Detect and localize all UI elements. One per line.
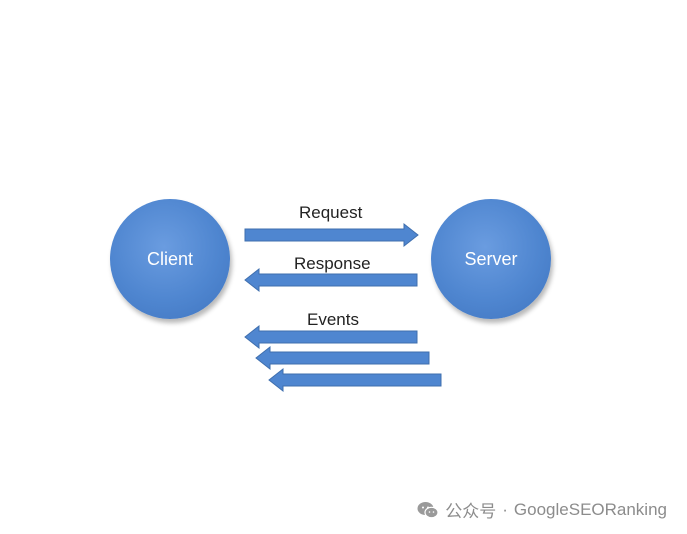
events-arrow-1 (244, 324, 418, 350)
events-arrow-2 (255, 345, 430, 371)
client-label: Client (146, 248, 194, 269)
server-label: Server (464, 248, 518, 269)
watermark: 公众号 · GoogleSEORanking (417, 497, 667, 522)
client-node: Client (110, 199, 230, 319)
response-label: Response (294, 254, 371, 273)
events-arrow-3 (268, 367, 442, 393)
request-arrow (244, 222, 419, 248)
watermark-account: GoogleSEORanking (513, 499, 667, 519)
events-label: Events (307, 310, 359, 329)
response-arrow (244, 267, 418, 293)
server-node: Server (431, 199, 551, 319)
wechat-icon (417, 501, 439, 518)
watermark-separator: · (502, 499, 508, 519)
request-label: Request (299, 203, 363, 222)
watermark-platform: 公众号 (445, 502, 497, 521)
